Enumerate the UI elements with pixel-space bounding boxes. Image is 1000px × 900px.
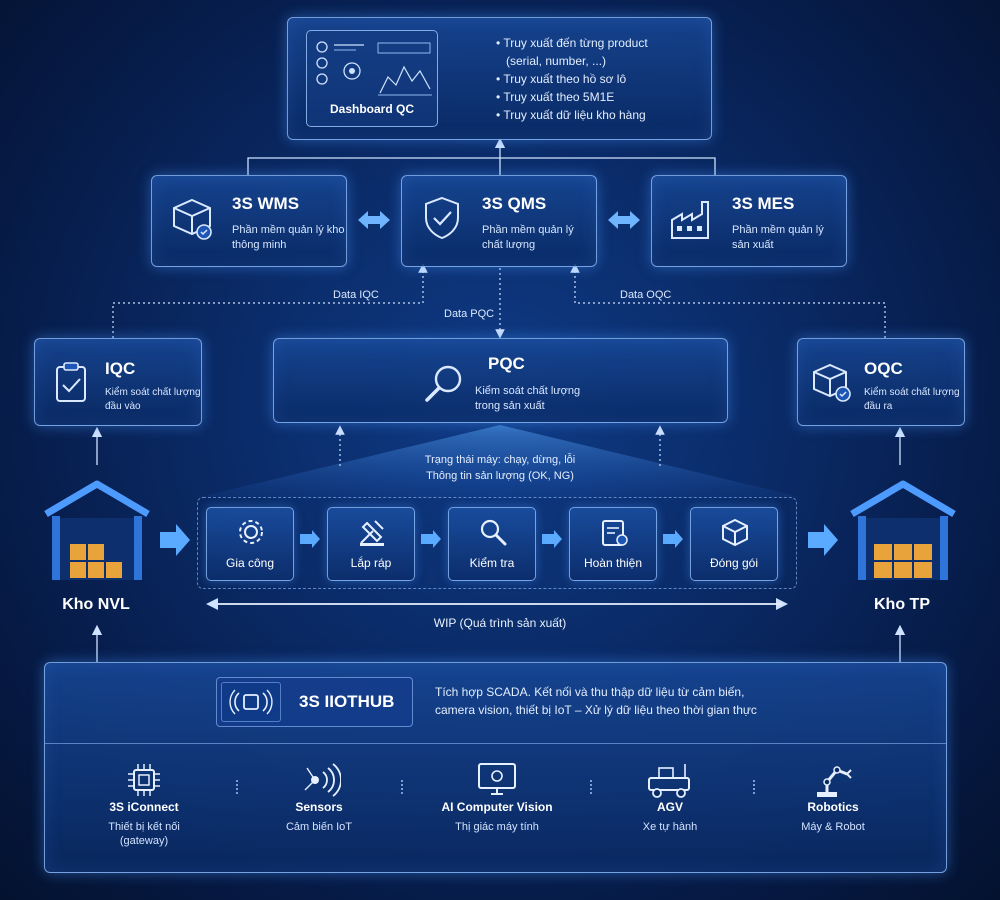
monitor-vision-icon xyxy=(478,763,516,795)
device-desc: Thiết bị kết nối(gateway) xyxy=(108,821,180,847)
agv-vehicle-icon xyxy=(648,764,690,798)
qms-title: 3S QMS xyxy=(482,194,547,213)
data-pqc-label: Data PQC xyxy=(444,308,495,320)
factory-icon xyxy=(671,201,709,239)
device-robotics: Robotics Máy & Robot xyxy=(753,760,913,834)
iot-chip-icon xyxy=(229,689,273,715)
step-assembly: Lắp ráp xyxy=(327,507,415,581)
device-separator xyxy=(753,780,757,794)
finished-goods-warehouse-icon xyxy=(850,480,956,580)
warehouse-tp-label: Kho TP xyxy=(874,596,930,613)
tools-icon xyxy=(360,520,384,546)
device-desc: Cảm biến IoT xyxy=(285,821,353,833)
step-label: Đóng gói xyxy=(709,556,759,570)
bullet-item: • Truy xuất đến từng product xyxy=(496,36,648,50)
device-separator xyxy=(401,780,405,794)
checklist-icon xyxy=(602,520,628,546)
device-name: Sensors xyxy=(295,800,343,814)
bullet-item: • Truy xuất theo 5M1E xyxy=(496,90,615,104)
device-separator xyxy=(236,780,240,794)
iiothub-divider xyxy=(45,743,946,744)
device-name: 3S iConnect xyxy=(109,800,179,814)
pqc-title: PQC xyxy=(488,354,525,373)
sensor-wave-icon xyxy=(304,763,341,797)
dashboard-bullet-list: • Truy xuất đến từng product (serial, nu… xyxy=(496,34,648,124)
step-finishing: Hoàn thiện xyxy=(569,507,657,581)
raw-material-warehouse-icon xyxy=(44,480,150,580)
machine-status-line: Trạng thái máy: chạy, dừng, lỗi xyxy=(424,454,576,466)
chip-icon xyxy=(128,764,160,796)
iiothub-badge: 3S IIOTHUB xyxy=(216,677,413,727)
device-name: Robotics xyxy=(807,800,859,814)
device-separator xyxy=(590,780,594,794)
search-icon xyxy=(480,519,507,546)
step-label: Lắp ráp xyxy=(350,556,392,570)
wms-title: 3S WMS xyxy=(232,194,300,213)
device-desc: Thị giác máy tính xyxy=(455,821,539,833)
device-name: AGV xyxy=(656,800,683,814)
clipboard-check-icon xyxy=(56,362,86,402)
step-label: Kiểm tra xyxy=(469,556,515,570)
warehouse-boxes-icon xyxy=(173,198,212,240)
oqc-title: OQC xyxy=(864,359,903,378)
device-agv: AGV Xe tự hành xyxy=(590,760,750,834)
magnifier-icon xyxy=(425,365,462,402)
gear-icon xyxy=(239,520,263,544)
device-desc: Xe tự hành xyxy=(642,821,698,833)
dashboard-title: Dashboard QC xyxy=(329,102,414,116)
wip-label: WIP (Quá trình sản xuất) xyxy=(433,616,567,630)
device-sensors: Sensors Cảm biến IoT xyxy=(239,760,399,834)
device-ai-vision: AI Computer Vision Thị giác máy tính xyxy=(417,760,577,834)
data-oqc-label: Data OQC xyxy=(620,289,672,301)
step-label: Gia công xyxy=(225,556,275,570)
package-check-icon xyxy=(813,363,851,402)
step-machining: Gia công xyxy=(206,507,294,581)
production-process-frame xyxy=(197,497,797,589)
iiothub-desc-line1: Tích hợp SCADA. Kết nối và thu thập dữ l… xyxy=(435,685,745,699)
device-iconnect: 3S iConnect Thiết bị kết nối(gateway) xyxy=(64,760,224,848)
device-desc: Máy & Robot xyxy=(801,821,865,833)
mes-title: 3S MES xyxy=(732,194,795,213)
machine-info-text: Trạng thái máy: chạy, dừng, lỗi Thông ti… xyxy=(380,452,620,484)
step-packaging: Đóng gói xyxy=(690,507,778,581)
bullet-item-cont: (serial, number, ...) xyxy=(506,54,607,68)
iiothub-desc-line2: camera vision, thiết bị IoT – Xử lý dữ l… xyxy=(435,703,757,717)
iiothub-panel: 3S IIOTHUB Tích hợp SCADA. Kết nối và th… xyxy=(44,662,947,873)
iqc-title: IQC xyxy=(105,359,136,378)
robot-arm-icon xyxy=(817,766,852,797)
iiothub-title: 3S IIOTHUB xyxy=(299,692,395,711)
bullet-item: • Truy xuất dữ liệu kho hàng xyxy=(496,108,646,122)
shield-check-icon xyxy=(425,196,459,240)
device-name: AI Computer Vision xyxy=(441,800,553,814)
step-label: Hoàn thiện xyxy=(583,556,643,570)
warehouse-nvl-label: Kho NVL xyxy=(62,596,130,613)
bullet-item: • Truy xuất theo hồ sơ lô xyxy=(496,72,627,86)
dashboard-chart-icon xyxy=(316,41,432,96)
step-inspection: Kiểm tra xyxy=(448,507,536,581)
dashboard-preview: Dashboard QC xyxy=(306,30,438,127)
iiothub-icon-tile xyxy=(221,682,281,722)
production-output-line: Thông tin sản lượng (OK, NG) xyxy=(426,470,574,482)
data-iqc-label: Data IQC xyxy=(333,289,379,301)
box-icon xyxy=(722,518,748,547)
iiothub-description: Tích hợp SCADA. Kết nối và thu thập dữ l… xyxy=(435,683,757,719)
dashboard-qc-panel: Dashboard QC • Truy xuất đến từng produc… xyxy=(287,17,712,140)
